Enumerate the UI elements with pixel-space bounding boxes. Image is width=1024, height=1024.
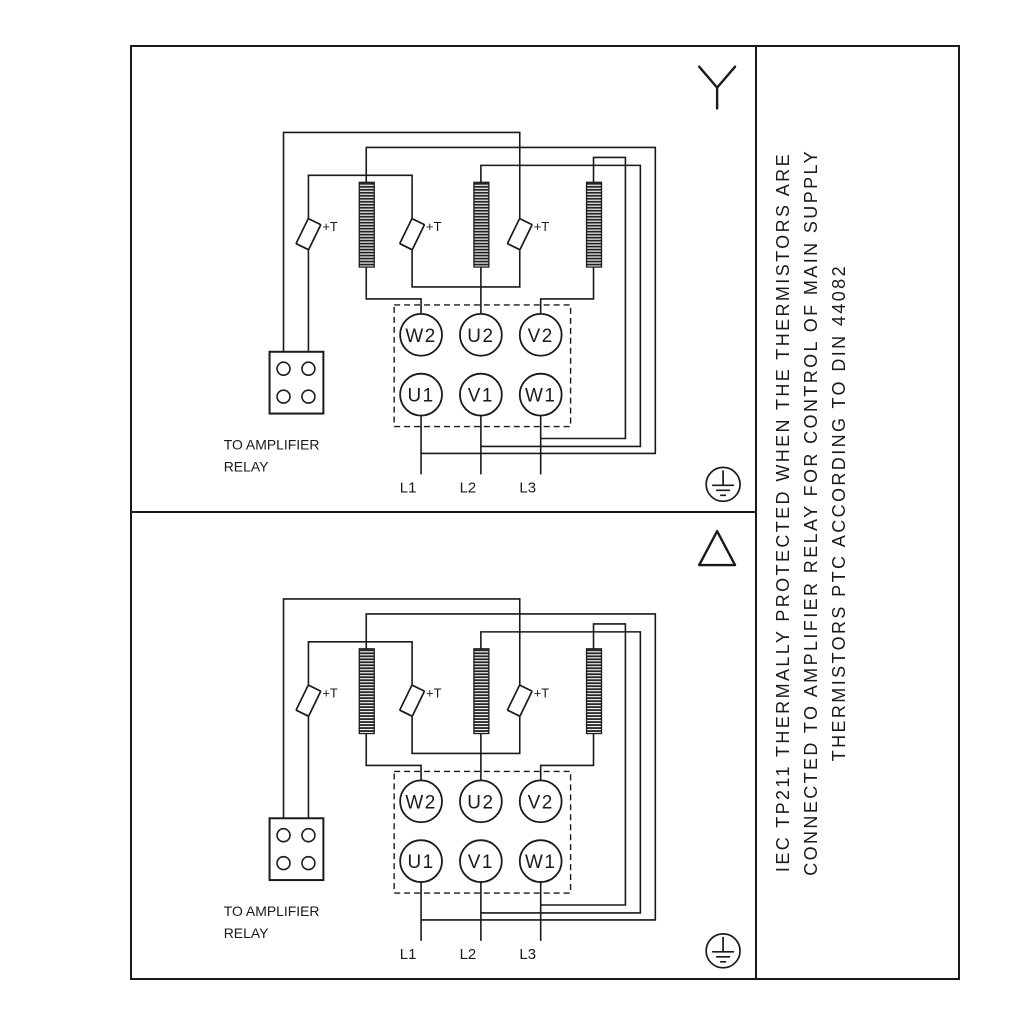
delta-panel-svg xyxy=(132,529,755,978)
diagram-column xyxy=(132,47,757,978)
panel-star xyxy=(132,47,755,511)
side-note-line-1: IEC TP211 THERMALLY PROTECTED WHEN THE T… xyxy=(773,152,793,873)
wiring-instance-star xyxy=(224,132,740,501)
star-panel-svg xyxy=(132,65,755,511)
side-note-line-3: THERMISTORS PTC ACCORDING TO DIN 44082 xyxy=(829,263,849,762)
side-note: IEC TP211 THERMALLY PROTECTED WHEN THE T… xyxy=(759,47,960,978)
side-note-line-2: CONNECTED TO AMPLIFIER RELAY FOR CONTROL… xyxy=(801,149,821,876)
panel-divider xyxy=(132,511,755,513)
panel-delta xyxy=(132,513,755,978)
wiring-instance-delta xyxy=(224,599,740,968)
diagram-frame: IEC TP211 THERMALLY PROTECTED WHEN THE T… xyxy=(130,45,960,980)
delta-connection-icon xyxy=(697,529,737,567)
star-connection-icon xyxy=(697,65,737,110)
